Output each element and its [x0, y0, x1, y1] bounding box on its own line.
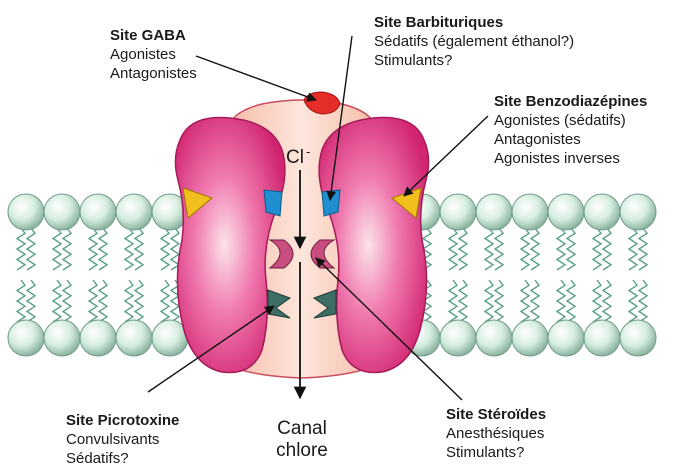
steroid-site-title: Site Stéroïdes [446, 405, 546, 424]
lipid-tail [593, 228, 601, 270]
picrotoxin-site-label: Site Picrotoxine Convulsivants Sédatifs? [66, 411, 179, 468]
lipid-tail [531, 228, 539, 270]
lipid-tail [567, 228, 575, 270]
steroid-site-label: Site Stéroïdes Anesthésiques Stimulants? [446, 405, 546, 462]
gaba-site-line: Agonistes [110, 45, 197, 64]
gaba-pointer-arrow [196, 56, 316, 100]
lipid-tail [161, 228, 169, 270]
lipid-head [584, 320, 620, 356]
steroid-site-line: Stimulants? [446, 443, 546, 462]
lipid-tail [63, 228, 71, 270]
lipid-tail [63, 280, 71, 322]
lipid-tail [161, 280, 169, 322]
lipid-head [548, 320, 584, 356]
lipid-tail [27, 280, 35, 322]
lipid-tail [557, 280, 565, 322]
lipid-tail [449, 228, 457, 270]
gaba-site-label: Site GABA Agonistes Antagonistes [110, 26, 197, 83]
lipid-head [512, 320, 548, 356]
lipid-head [8, 320, 44, 356]
lipid-tail [89, 280, 97, 322]
lipid-tail [53, 280, 61, 322]
lipid-tail [567, 280, 575, 322]
barbiturate-site-line: Sédatifs (également éthanol?) [374, 32, 574, 51]
lipid-tail [639, 228, 647, 270]
lipid-head [44, 194, 80, 230]
lipid-head [584, 194, 620, 230]
canal-line-1: Canal [270, 418, 334, 440]
lipid-head [476, 320, 512, 356]
lipid-head [8, 194, 44, 230]
lipid-head [440, 320, 476, 356]
benzodiazepine-site-label: Site Benzodiazépines Agonistes (sédatifs… [494, 92, 647, 168]
lipid-tail [485, 228, 493, 270]
lipid-tail [89, 228, 97, 270]
benzodiazepine-site-line: Agonistes (sédatifs) [494, 111, 647, 130]
barbiturate-site-line: Stimulants? [374, 51, 574, 70]
lipid-head [476, 194, 512, 230]
lipid-tail [639, 280, 647, 322]
lipid-tail [459, 228, 467, 270]
lipid-tail [521, 280, 529, 322]
lipid-tail [27, 228, 35, 270]
lipid-tail [485, 280, 493, 322]
lipid-head [620, 320, 656, 356]
lipid-head [116, 194, 152, 230]
gaba-site-title: Site GABA [110, 26, 197, 45]
benzodiazepine-site-line: Agonistes inverses [494, 149, 647, 168]
lipid-tail [99, 280, 107, 322]
lipid-head [44, 320, 80, 356]
lipid-head [512, 194, 548, 230]
chloride-ion-charge: - [306, 144, 310, 159]
benzodiazepine-site-line: Antagonistes [494, 130, 647, 149]
chloride-ion-label: Cl- [286, 141, 310, 169]
lipid-head [80, 194, 116, 230]
gaba-site-line: Antagonistes [110, 64, 197, 83]
lipid-head [80, 320, 116, 356]
lipid-head [440, 194, 476, 230]
barbiturate-site-title: Site Barbituriques [374, 13, 574, 32]
lipid-tail [17, 228, 25, 270]
lipid-tail [593, 280, 601, 322]
benzodiazepine-site-title: Site Benzodiazépines [494, 92, 647, 111]
lipid-tail [135, 228, 143, 270]
chloride-ion-symbol: Cl [286, 147, 304, 168]
lipid-tail [603, 280, 611, 322]
lipid-tail [99, 228, 107, 270]
canal-line-2: chlore [270, 440, 334, 462]
picrotoxin-site-title: Site Picrotoxine [66, 411, 179, 430]
lipid-head [116, 320, 152, 356]
barbiturate-site-label: Site Barbituriques Sédatifs (également é… [374, 13, 574, 70]
lipid-tail [629, 280, 637, 322]
lipid-tail [459, 280, 467, 322]
lipid-tail [495, 280, 503, 322]
lipid-tail [53, 228, 61, 270]
lipid-tail [531, 280, 539, 322]
barbiturate-site-left [264, 190, 282, 216]
lipid-head [548, 194, 584, 230]
lipid-tail [17, 280, 25, 322]
steroid-site-line: Anesthésiques [446, 424, 546, 443]
lipid-tail [125, 228, 133, 270]
lipid-tail [495, 228, 503, 270]
lipid-tail [125, 280, 133, 322]
lipid-tail [521, 228, 529, 270]
picrotoxin-site-line: Convulsivants [66, 430, 179, 449]
lipid-head [620, 194, 656, 230]
lipid-tail [603, 228, 611, 270]
lipid-tail [557, 228, 565, 270]
picrotoxin-site-line: Sédatifs? [66, 449, 179, 468]
lipid-tail [629, 228, 637, 270]
chloride-channel-label: Canal chlore [270, 418, 334, 462]
lipid-tail [449, 280, 457, 322]
lipid-tail [135, 280, 143, 322]
